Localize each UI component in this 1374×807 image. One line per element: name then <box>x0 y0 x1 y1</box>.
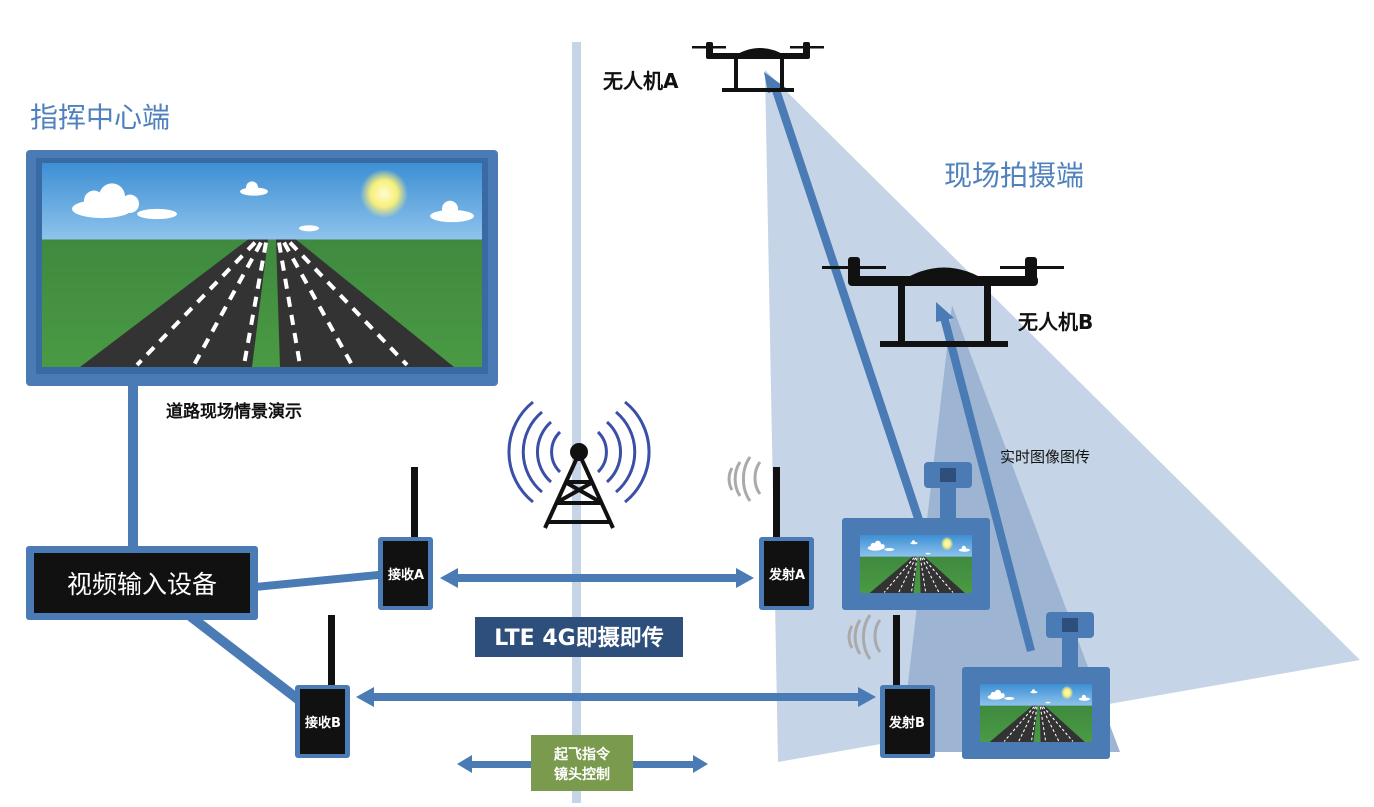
antenna-icon <box>328 615 335 691</box>
radio-tower-icon <box>507 400 651 504</box>
video-input-device <box>26 546 258 620</box>
transmitter-a-device <box>759 467 814 610</box>
input-to-receiver-b-link <box>182 610 302 704</box>
transmitter-b-device <box>880 615 935 758</box>
lte-banner <box>475 617 683 657</box>
center-divider <box>572 42 581 803</box>
receiver-b-device <box>295 615 350 758</box>
arrow-receiver-b-transmitter-b <box>356 687 876 707</box>
lte-label: LTE 4G即摄即传 <box>494 626 663 651</box>
field-side-title: 现场拍摄端 <box>944 159 1084 192</box>
input-to-receiver-a-link <box>255 571 378 591</box>
drone-a-label: 无人机A <box>603 69 679 93</box>
receiver-a-label: 接收A <box>388 567 424 583</box>
receiver-a-device <box>378 467 433 610</box>
arrow-receiver-a-transmitter-a <box>440 568 754 588</box>
tower-structure <box>543 443 615 529</box>
screen-to-input-link <box>128 386 138 550</box>
road-scene-image <box>42 163 482 367</box>
antenna-icon <box>411 467 418 543</box>
road-scene-image <box>980 684 1092 742</box>
drone-a-icon <box>692 42 824 92</box>
control-box <box>531 735 633 791</box>
antenna-icon <box>773 467 780 543</box>
receiver-b-label: 接收B <box>305 715 341 731</box>
control-label-line1: 起飞指令 <box>553 746 611 763</box>
command-center-title: 指挥中心端 <box>30 101 170 134</box>
signal-waves-icon <box>727 456 762 502</box>
transmitter-a-label: 发射A <box>768 567 805 583</box>
signal-waves-icon <box>847 614 882 660</box>
road-demo-caption: 道路现场情景演示 <box>166 401 302 422</box>
control-label-line2: 镜头控制 <box>554 766 610 783</box>
road-scene-image <box>860 535 972 593</box>
command-center-screen <box>26 150 498 386</box>
drone-b-label: 无人机B <box>1018 310 1093 334</box>
realtime-label: 实时图像图传 <box>1000 448 1090 466</box>
field-monitor-a <box>842 462 990 610</box>
drone-b-icon <box>822 257 1064 347</box>
field-monitor-b <box>962 612 1110 759</box>
antenna-icon <box>893 615 900 691</box>
transmitter-b-label: 发射B <box>888 715 925 731</box>
arrow-monitor-b-to-drone-b <box>936 302 1035 652</box>
video-input-label: 视频输入设备 <box>67 570 217 599</box>
